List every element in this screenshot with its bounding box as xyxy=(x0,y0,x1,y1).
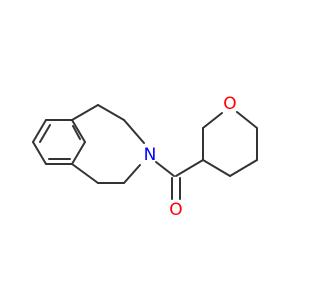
carbonyl-group xyxy=(171,177,181,200)
molecule-structure: N O O xyxy=(32,94,258,220)
bond xyxy=(32,119,47,143)
benzene-ring xyxy=(32,119,86,165)
bond xyxy=(71,163,99,184)
bond xyxy=(71,141,86,165)
bond xyxy=(71,104,99,121)
bond xyxy=(32,141,47,165)
bond xyxy=(202,159,231,177)
nitrogen-atom-label: N xyxy=(144,145,157,165)
bond xyxy=(71,119,86,143)
bond xyxy=(202,112,223,129)
tetrahydropyran-ring xyxy=(202,111,258,177)
bond xyxy=(175,159,204,177)
carbonyl-oxygen-atom-label: O xyxy=(169,200,182,220)
bond xyxy=(236,111,258,129)
bond xyxy=(123,164,141,184)
bond xyxy=(123,119,145,144)
ring-oxygen-atom-label: O xyxy=(223,94,236,114)
bond xyxy=(97,104,125,121)
aromatic-inner-bond xyxy=(72,125,81,140)
aromatic-inner-bond xyxy=(39,124,51,143)
piperidine-ring xyxy=(71,104,145,184)
bond xyxy=(229,159,258,177)
amide-bond xyxy=(155,161,175,177)
